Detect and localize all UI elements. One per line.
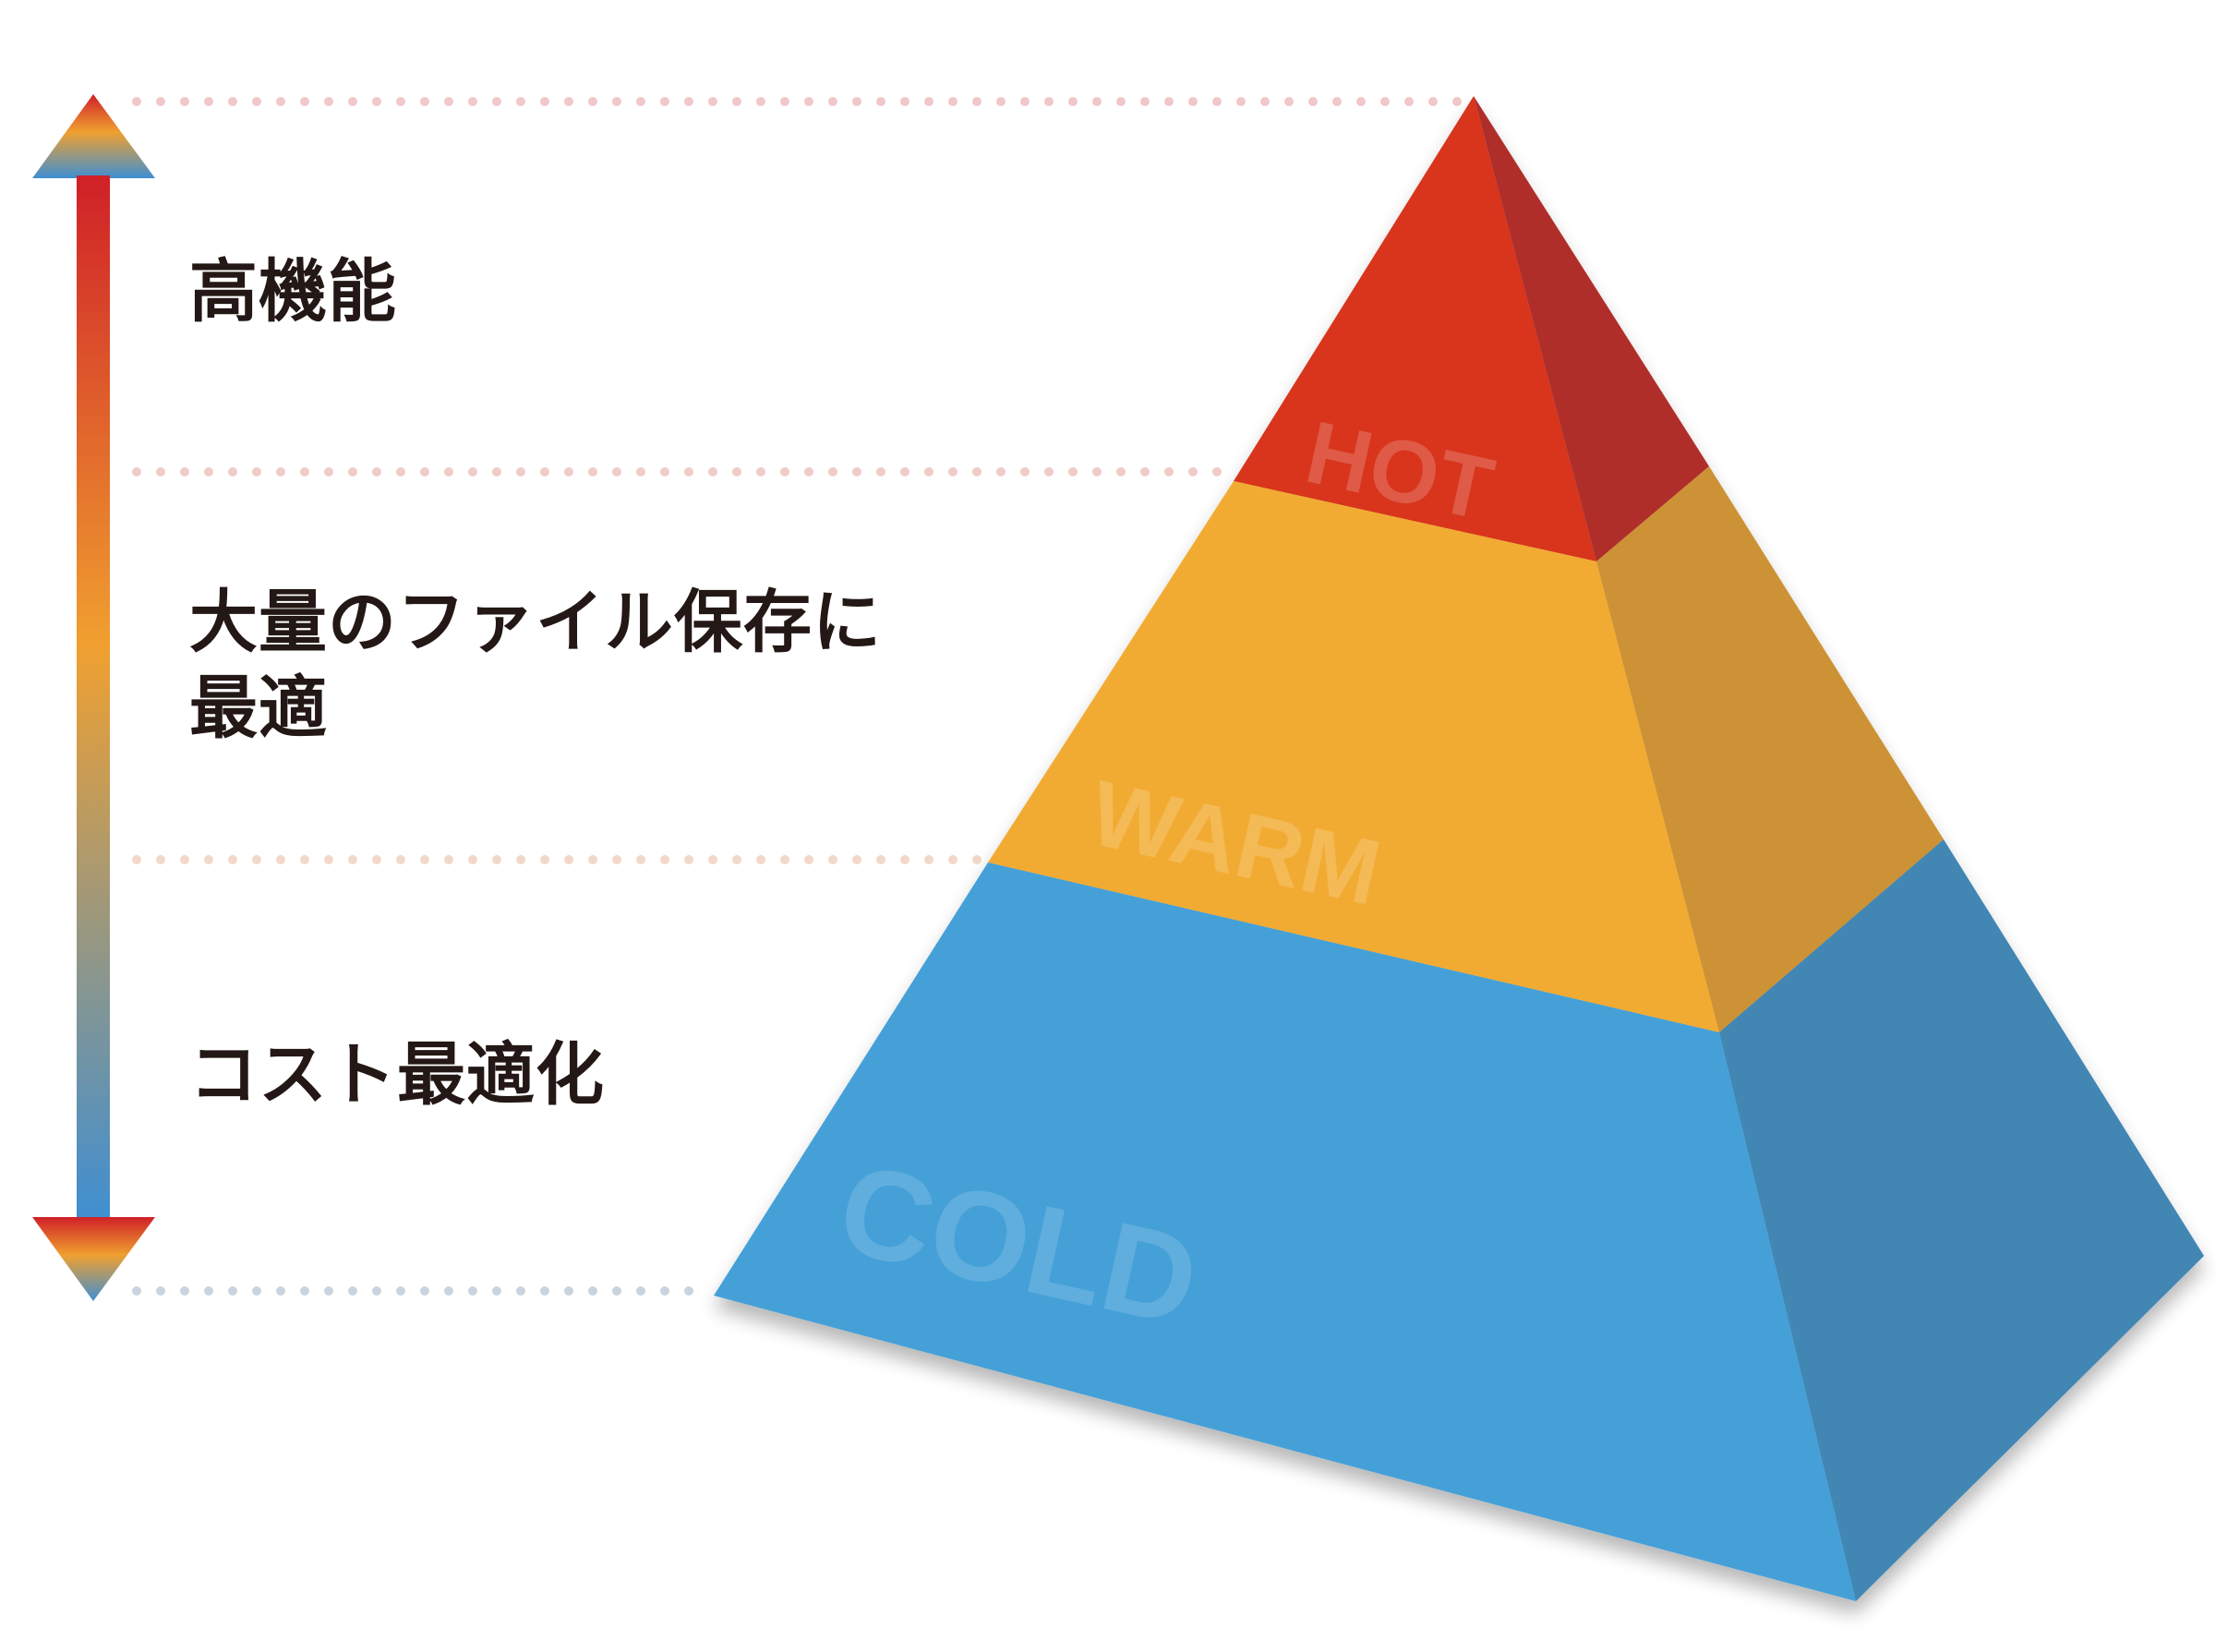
arrow-shaft: [77, 175, 110, 1221]
cold-layer-side-face: [1719, 839, 2204, 1601]
cold-tier-description-line: コスト最適化: [189, 1035, 605, 1115]
hot-tier-description-line: 高機能: [189, 252, 397, 332]
hot-tier-description: 高機能: [189, 249, 397, 335]
hot-layer-front-face: [1234, 96, 1596, 561]
warm-layer-side-face: [1596, 466, 1944, 1032]
warm-layer-front-face: [988, 481, 1719, 1032]
warm-tier-description-line-1: 大量のファイル保存に: [189, 583, 882, 662]
guide-lines: [132, 97, 1480, 1296]
arrow-head-up: [32, 94, 155, 178]
hot-layer-side-face: [1474, 96, 1709, 561]
bidirectional-arrow: [32, 94, 155, 1301]
pyramid: HOT WARM COLD: [714, 96, 2204, 1601]
warm-tier-description: 大量のファイル保存に 最適: [189, 580, 882, 751]
cold-layer-front-face: [714, 862, 1856, 1601]
arrow-head-down: [32, 1217, 155, 1301]
warm-tier-description-line-2: 最適: [189, 668, 328, 748]
cold-tier-description: コスト最適化: [189, 1032, 605, 1118]
